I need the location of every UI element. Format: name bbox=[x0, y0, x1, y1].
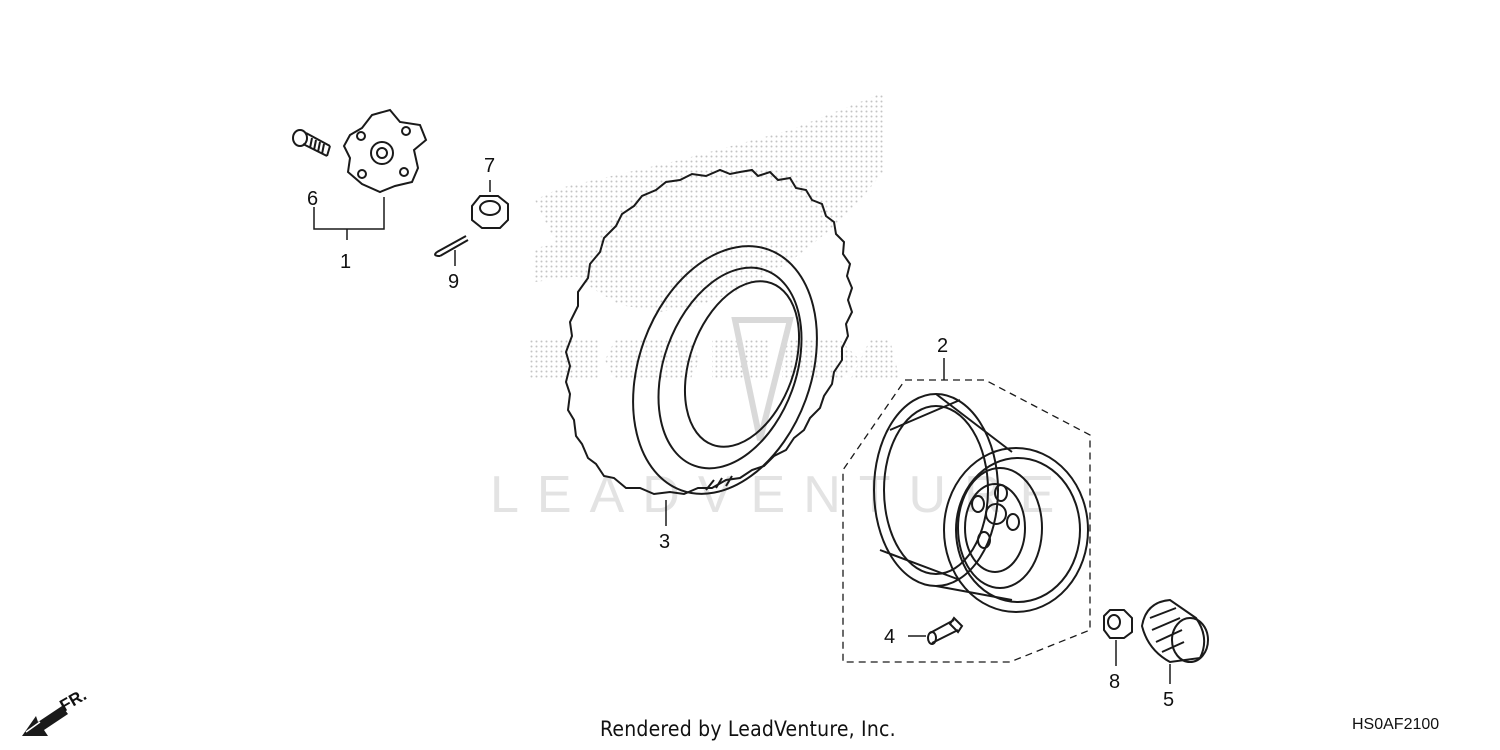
hub-cap-part[interactable] bbox=[1140, 598, 1209, 684]
callout-5[interactable]: 5 bbox=[1163, 689, 1174, 711]
callout-6[interactable]: 6 bbox=[307, 188, 318, 210]
bracket-line bbox=[313, 197, 385, 240]
callout-1[interactable]: 1 bbox=[340, 251, 351, 273]
callout-3[interactable]: 3 bbox=[659, 531, 670, 553]
castle-nut-part[interactable] bbox=[471, 180, 509, 229]
assembly-outline bbox=[842, 379, 1091, 663]
callout-7[interactable]: 7 bbox=[484, 155, 495, 177]
tire-part[interactable] bbox=[564, 168, 854, 520]
hub-plate-part[interactable] bbox=[342, 108, 428, 194]
callout-8[interactable]: 8 bbox=[1109, 671, 1120, 693]
cotter-pin-part[interactable] bbox=[434, 235, 469, 266]
rendered-by-footer: Rendered by LeadVenture, Inc. bbox=[600, 717, 896, 741]
watermark-logo bbox=[530, 92, 900, 441]
bolt-part[interactable] bbox=[292, 129, 331, 157]
valve-stem-part[interactable] bbox=[908, 616, 964, 645]
lug-nut-part[interactable] bbox=[1103, 609, 1133, 666]
callout-9[interactable]: 9 bbox=[448, 271, 459, 293]
callout-4[interactable]: 4 bbox=[884, 626, 895, 648]
front-direction-arrow-icon bbox=[22, 706, 68, 736]
watermark-text: LEADVENTURE bbox=[490, 466, 1072, 524]
wheel-rim-part[interactable] bbox=[873, 393, 1089, 613]
diagram-code: HS0AF2100 bbox=[1352, 716, 1440, 733]
callout-2[interactable]: 2 bbox=[937, 335, 948, 357]
